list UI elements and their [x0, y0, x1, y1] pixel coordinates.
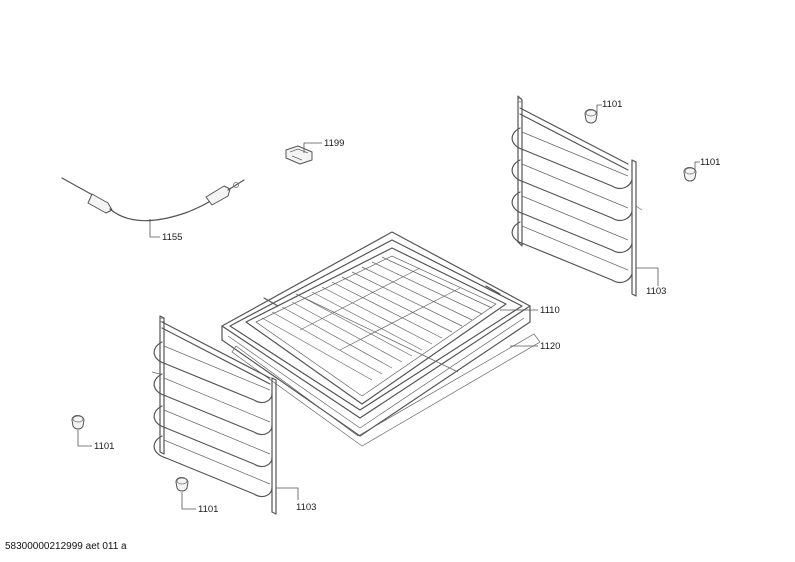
callout-1101-bottom: 1101: [181, 492, 218, 515]
callout-1155: 1155: [149, 219, 182, 243]
part-1120-baking-tray: [221, 231, 541, 447]
callout-1103-left: 1103: [276, 487, 316, 513]
callout-label-1103-right: 1103: [646, 286, 666, 297]
document-id: 58300000212999 aet 011 a: [5, 541, 127, 552]
callout-1103-right: 1103: [636, 267, 666, 297]
part-1101-knob-right: [683, 167, 697, 182]
part-1110-wire-shelf: [245, 247, 507, 405]
part-1199-clip: [285, 145, 313, 165]
callout-1110: 1110: [500, 305, 560, 316]
part-1101-knob-left: [71, 415, 85, 430]
part-1101-knob-top: [584, 109, 598, 124]
callout-label-1101-right: 1101: [700, 157, 720, 168]
part-1103-left-side-rack: [151, 315, 277, 515]
part-1101-knob-bottom: [175, 477, 189, 492]
callout-1101-left: 1101: [77, 430, 114, 452]
callout-label-1103-left: 1103: [296, 502, 316, 513]
callout-1101-top: 1101: [596, 99, 622, 114]
callout-label-1120: 1120: [540, 341, 560, 352]
callout-label-1101-top: 1101: [602, 99, 622, 110]
part-1103-right-side-rack: [511, 95, 643, 297]
callout-label-1101-bottom: 1101: [198, 504, 218, 515]
callout-label-1155: 1155: [162, 232, 182, 243]
part-1155-cable: [61, 177, 245, 222]
callout-1120: 1120: [510, 341, 560, 352]
callout-1101-right: 1101: [694, 157, 720, 170]
callout-1199: 1199: [303, 138, 344, 153]
callout-label-1110: 1110: [540, 305, 560, 316]
callout-label-1101-left: 1101: [94, 441, 114, 452]
callout-label-1199: 1199: [324, 138, 344, 149]
